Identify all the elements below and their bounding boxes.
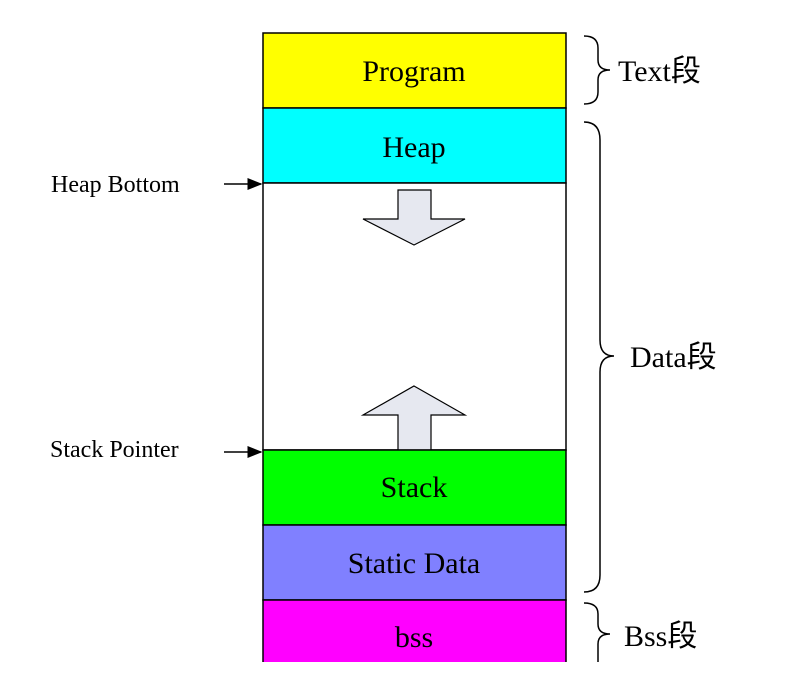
segment-bss-label: bss	[395, 621, 433, 654]
data-section: Data段	[583, 121, 717, 593]
text-brace-icon	[583, 35, 611, 105]
stack-pointer: Stack Pointer	[50, 437, 263, 463]
text-section: Text段	[583, 35, 701, 105]
heap-bottom-pointer: Heap Bottom	[51, 172, 263, 198]
segment-static-data-box	[262, 524, 567, 601]
segment-bss-box	[262, 599, 567, 662]
bss-section-label: Bss段	[624, 620, 697, 653]
bss-section: Bss段	[583, 602, 697, 662]
data-section-label: Data段	[630, 341, 717, 374]
down-arrow-icon	[362, 189, 466, 246]
segment-heap-label: Heap	[382, 131, 445, 164]
stack-pointer-label: Stack Pointer	[50, 437, 179, 463]
segment-free-space	[262, 182, 567, 451]
segment-heap: Heap	[262, 107, 567, 184]
segment-program: Program	[262, 32, 567, 109]
heap-bottom-label: Heap Bottom	[51, 172, 180, 198]
segment-stack-box	[262, 449, 567, 526]
segment-program-box	[262, 32, 567, 109]
segment-stack-label: Stack	[381, 471, 448, 504]
bss-brace-icon	[583, 602, 611, 662]
segment-static-data: Static Data	[262, 524, 567, 601]
data-brace-icon	[583, 121, 615, 593]
text-section-label: Text段	[618, 55, 701, 88]
segment-bss: bss	[262, 599, 567, 662]
segment-program-label: Program	[362, 55, 465, 88]
segment-static-data-label: Static Data	[348, 547, 480, 580]
segment-heap-box	[262, 107, 567, 184]
segment-stack: Stack	[262, 449, 567, 526]
